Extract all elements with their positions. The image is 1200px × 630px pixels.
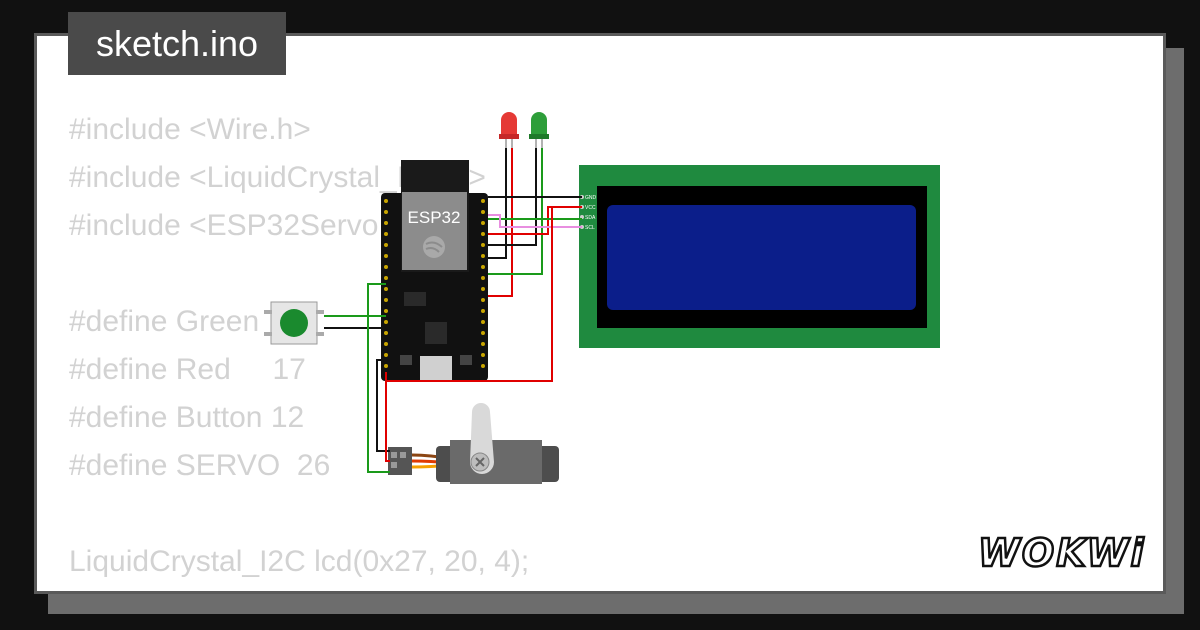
lcd-pin-label: SDA bbox=[585, 215, 596, 221]
lcd-display[interactable]: GND VCC SDA SCL bbox=[579, 165, 940, 348]
lcd-pin-label: SCL bbox=[585, 225, 595, 231]
servo-motor[interactable] bbox=[388, 403, 559, 484]
code-line: #include <Wire.h> bbox=[69, 113, 311, 146]
code-line: #define SERVO 26 bbox=[69, 449, 331, 482]
usb-port bbox=[420, 356, 452, 380]
espressif-logo-icon bbox=[423, 236, 445, 258]
esp32-label: ESP32 bbox=[408, 208, 461, 227]
lcd-pin-label: VCC bbox=[585, 205, 596, 211]
code-line: LiquidCrystal_I2C lcd(0x27, 20, 4); bbox=[69, 545, 530, 578]
code-line: #define Red 17 bbox=[69, 353, 306, 386]
code-line: #define Button 12 bbox=[69, 401, 305, 434]
push-button[interactable] bbox=[264, 301, 324, 345]
esp32-shield bbox=[402, 192, 467, 270]
red-led[interactable] bbox=[499, 112, 519, 148]
usb-chip bbox=[425, 322, 447, 344]
lcd-screen bbox=[607, 205, 916, 310]
wokwi-logo[interactable]: WOKWi bbox=[976, 528, 1150, 576]
lcd-pin-label: GND bbox=[585, 195, 597, 201]
wokwi-logo-text: WOKWi bbox=[978, 531, 1146, 575]
esp32-board[interactable]: ESP32 bbox=[381, 160, 488, 381]
button-cap bbox=[280, 309, 308, 337]
wires bbox=[324, 148, 582, 473]
filename-tab[interactable]: sketch.ino bbox=[68, 12, 286, 75]
green-led[interactable] bbox=[529, 112, 549, 148]
